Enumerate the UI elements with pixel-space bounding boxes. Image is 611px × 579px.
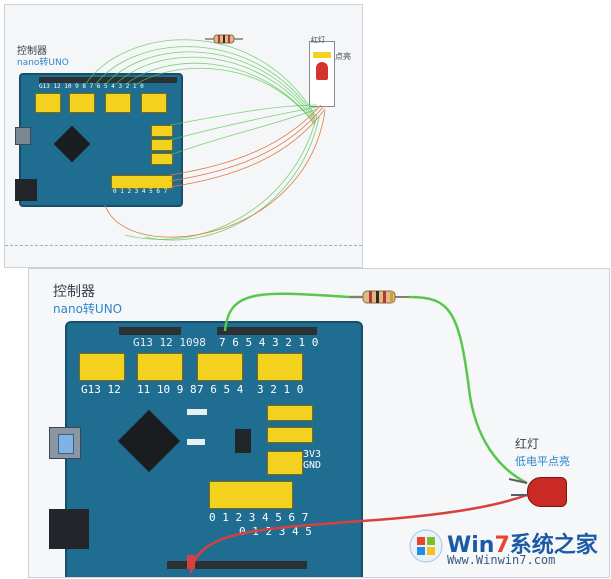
digital-header: [39, 77, 177, 83]
icsp-header: [235, 429, 251, 453]
group-label-4: 3 2 1 0: [257, 383, 304, 396]
group-label-2: 11 10 9 8: [137, 383, 197, 396]
pin-group-g13-12[interactable]: [79, 353, 125, 381]
capacitor-icon: [187, 439, 205, 445]
pin-row-label: G13 12 10 9 8 7 6 5 4 3 2 1 0: [39, 83, 144, 90]
power-pin-row-1[interactable]: [267, 405, 313, 421]
brand-prefix: Win: [447, 533, 495, 558]
group-label-3: 7 6 5 4: [197, 383, 244, 396]
watermark: Win7系统之家 Www.Winwin7.com: [409, 529, 605, 575]
brand-suffix: 系统之家: [509, 533, 598, 558]
led-label: 红灯: [311, 36, 325, 44]
led-icon[interactable]: [527, 477, 567, 507]
top-schematic-panel: 控制器 nano转UNO G13 12 10 9 8 7 6 5 4 3 2 1…: [4, 4, 363, 268]
controller-subtitle: nano转UNO: [53, 302, 123, 316]
group-label-1: G13 12: [81, 383, 121, 396]
top-wires: [84, 34, 326, 241]
resistor-icon: [205, 34, 243, 44]
digital-header-right: [217, 327, 317, 335]
bottom-header: [167, 561, 307, 569]
controller-board[interactable]: G13 12 1098 7 6 5 4 3 2 1 0 G13 12 11 10…: [49, 321, 363, 577]
pin-group-4[interactable]: [141, 93, 167, 113]
digital-label-left: G13 12 1098: [133, 336, 206, 349]
led-pin-header: [313, 52, 331, 58]
crystal-icon: [187, 409, 207, 415]
controller-title: 控制器: [17, 46, 47, 57]
pin-group-3[interactable]: [105, 93, 131, 113]
power-jack-icon: [15, 179, 37, 201]
pin-group-1[interactable]: [35, 93, 61, 113]
led-note: 点亮: [335, 52, 351, 61]
led-label: 红灯: [515, 437, 540, 451]
led-component-box[interactable]: [309, 41, 335, 107]
bottom-schematic-panel: 控制器 nano转UNO G13 12 1098 7 6 5 4 3 2 1 0…: [28, 268, 610, 578]
panel-divider: [5, 245, 362, 246]
watermark-url: Www.Winwin7.com: [447, 553, 556, 567]
usb-port-icon: [15, 127, 31, 145]
usb-port-icon: [49, 427, 81, 459]
resistor-icon: [349, 290, 409, 304]
watermark-brand: Win7系统之家: [447, 527, 598, 559]
windows-logo-icon: [409, 529, 443, 563]
digital-label-right: 7 6 5 4 3 2 1 0: [219, 336, 319, 349]
analog-row-label: 0 1 2 3 4 5 6 7: [113, 188, 168, 195]
pin-group-11-8[interactable]: [137, 353, 183, 381]
power-label: 3V3 GND: [303, 449, 322, 471]
pin-group-7-4[interactable]: [197, 353, 243, 381]
controller-board[interactable]: G13 12 10 9 8 7 6 5 4 3 2 1 0 0 1 2 3 4 …: [15, 73, 183, 207]
led-icon: [316, 62, 328, 80]
power-pin-row-3[interactable]: [267, 451, 303, 475]
power-pin-1[interactable]: [151, 125, 173, 137]
power-pin-3[interactable]: [151, 153, 173, 165]
led-note: 低电平点亮: [515, 455, 570, 468]
analog-row-label: 0 1 2 3 4 5 6 7: [209, 511, 309, 524]
bottom-wires: [189, 290, 528, 574]
analog-pin-block[interactable]: [209, 481, 293, 509]
power-pin-row-2[interactable]: [267, 427, 313, 443]
power-jack-icon: [49, 509, 89, 549]
pin-group-2[interactable]: [69, 93, 95, 113]
controller-title: 控制器: [53, 284, 95, 300]
analog-pin-block[interactable]: [111, 175, 173, 189]
digital-header-left: [119, 327, 181, 335]
power-pin-2[interactable]: [151, 139, 173, 151]
gnd-pin-red[interactable]: [187, 555, 195, 569]
analog-row-label-2: 0 1 2 3 4 5: [239, 525, 312, 538]
brand-num: 7: [494, 533, 510, 558]
pin-group-3-0[interactable]: [257, 353, 303, 381]
controller-subtitle: nano转UNO: [17, 58, 69, 68]
